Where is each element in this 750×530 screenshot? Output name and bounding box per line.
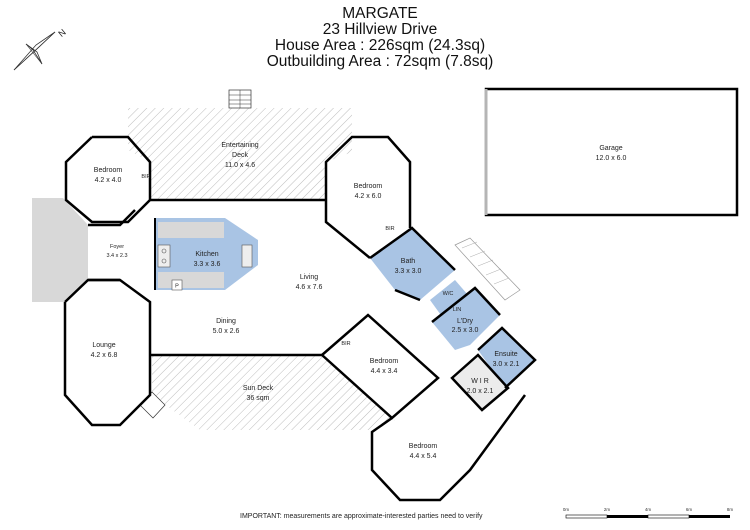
wc-label: W/C	[443, 291, 454, 297]
bedroom1-label: Bedroom	[94, 167, 123, 174]
living-size: 4.6 x 7.6	[296, 284, 323, 291]
plan-header: MARGATE 23 Hillview Drive House Area : 2…	[230, 6, 530, 70]
foyer-label: Foyer	[110, 244, 124, 250]
kitchen-size: 3.3 x 3.6	[194, 261, 221, 268]
ensuite-label: Ensuite	[494, 351, 517, 358]
bath-floor	[370, 228, 455, 300]
pantry-box	[171, 279, 183, 291]
bedroom2-size: 4.2 x 6.0	[355, 193, 382, 200]
entertaining-deck-area	[128, 108, 352, 200]
bedroom1-size: 4.2 x 4.0	[95, 177, 122, 184]
laundry-floor	[432, 288, 500, 350]
wir-size: 2.0 x 2.1	[467, 388, 494, 395]
bedroom3-label: Bedroom	[370, 358, 399, 365]
bedroom4-label: Bedroom	[409, 443, 438, 450]
living-label: Living	[300, 274, 318, 281]
outbuilding-area: Outbuilding Area : 72sqm (7.8sq)	[266, 53, 494, 70]
address: 23 Hillview Drive	[322, 21, 438, 38]
pantry-label: P	[175, 284, 179, 290]
dining-label: Dining	[216, 318, 236, 325]
scale-2m: 2m	[604, 507, 611, 512]
house-area: House Area : 226sqm (24.3sq)	[274, 37, 486, 54]
sun-deck-area	[152, 355, 395, 430]
scale-bar: 0m 2m 4m 6m 8m	[563, 507, 734, 519]
walls	[63, 135, 537, 502]
bedroom3-bir: BIR	[341, 341, 350, 347]
bedroom1-bir: BIR	[141, 174, 150, 180]
sun-deck-label: Sun Deck	[243, 385, 274, 392]
cooktop-icon	[157, 244, 171, 268]
scale-8m: 8m	[727, 507, 734, 512]
bedroom4-size: 4.4 x 5.4	[410, 453, 437, 460]
compass-label: N	[56, 27, 67, 39]
dining-size: 5.0 x 2.6	[213, 328, 240, 335]
bath-label: Bath	[401, 258, 416, 265]
sun-deck-size: 36 sqm	[247, 395, 270, 402]
scale-4m: 4m	[645, 507, 652, 512]
laundry-label: L'Dry	[457, 318, 474, 325]
lounge-label: Lounge	[92, 342, 115, 349]
ensuite-size: 3.0 x 2.1	[493, 361, 520, 368]
wc-floor	[430, 280, 468, 318]
deck-stairs-top	[228, 89, 252, 109]
disclaimer: IMPORTANT: measurements are approximate-…	[240, 513, 483, 520]
garage	[484, 87, 739, 217]
wir-label: W I R	[471, 378, 489, 385]
garage-size: 12.0 x 6.0	[596, 155, 627, 162]
ent-deck-label2: Deck	[232, 152, 248, 159]
bath-size: 3.3 x 3.0	[395, 268, 422, 275]
foyer-size: 3.4 x 2.3	[106, 253, 127, 259]
scale-0m: 0m	[563, 507, 570, 512]
garage-label: Garage	[599, 145, 622, 152]
bedroom2-label: Bedroom	[354, 183, 383, 190]
side-stairs	[454, 237, 521, 301]
sink-icon	[241, 244, 253, 268]
ent-deck-label1: Entertaining	[221, 142, 258, 149]
kitchen-label: Kitchen	[195, 251, 218, 258]
porch-area	[32, 198, 88, 302]
scale-6m: 6m	[686, 507, 693, 512]
suburb-title: MARGATE	[342, 5, 418, 22]
bedroom3-size: 4.4 x 3.4	[371, 368, 398, 375]
bedroom2-bir: BIR	[385, 226, 394, 232]
lin-label: LIN	[453, 307, 462, 313]
laundry-size: 2.5 x 3.0	[452, 327, 479, 334]
north-arrow-icon: N	[13, 27, 68, 71]
wir-floor	[450, 353, 510, 412]
lounge-size: 4.2 x 6.8	[91, 352, 118, 359]
ent-deck-size: 11.0 x 4.6	[225, 162, 255, 169]
